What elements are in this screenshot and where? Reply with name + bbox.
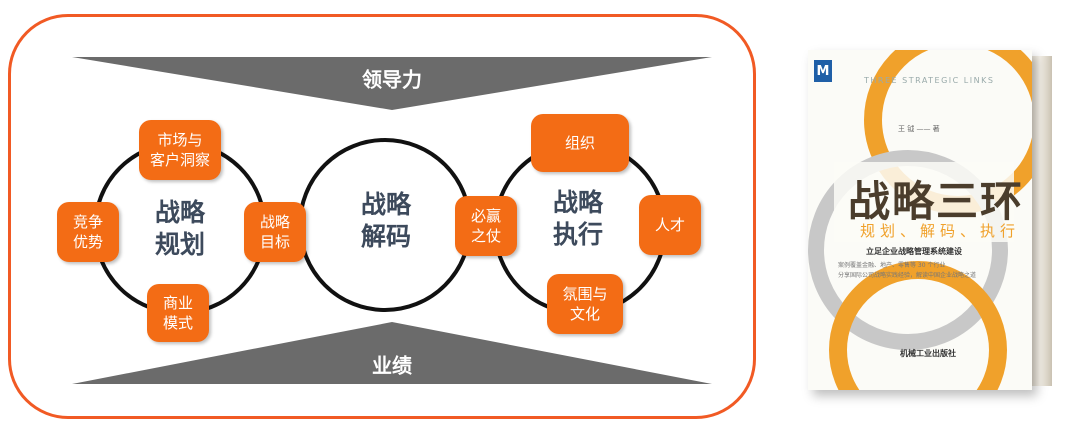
business-model-box: 商业 模式: [147, 284, 209, 342]
competitive-advantage-box: 竞争 优势: [57, 202, 119, 262]
decoding-title: 战略 解码: [361, 189, 411, 253]
book-tagline: 立足企业战略管理系统建设: [866, 246, 962, 257]
publisher-logo-icon: M: [814, 60, 832, 82]
book-blurb-1: 案例覆盖金融、地产、零售等 30 个行业: [838, 260, 945, 269]
leadership-label: 领导力: [362, 64, 422, 93]
culture-box: 氛围与 文化: [547, 274, 623, 334]
book-spine: [1032, 56, 1052, 386]
execution-title: 战略 执行: [553, 187, 603, 251]
performance-label: 业绩: [372, 350, 412, 379]
planning-title: 战略 规划: [155, 197, 205, 261]
book-author: 王 钺 —— 著: [898, 124, 940, 134]
book-subtitle: 规划、解码、执行: [860, 220, 1020, 241]
book-english-title: THREE STRATEGIC LINKS: [864, 76, 994, 85]
talent-box: 人才: [639, 195, 701, 255]
must-win-battles-box: 必赢 之仗: [455, 196, 517, 256]
book-blurb-2: 分享国际公司战略实践经验，解读中国企业战略之道: [838, 270, 976, 279]
market-insight-box: 市场与 客户洞察: [139, 120, 221, 180]
book-cover: M THREE STRATEGIC LINKS 王 钺 —— 著 战略三环 规划…: [808, 50, 1032, 390]
organization-box: 组织: [531, 114, 629, 172]
book-publisher: 机械工业出版社: [900, 348, 956, 359]
strategic-targets-box: 战略 目标: [244, 202, 306, 262]
